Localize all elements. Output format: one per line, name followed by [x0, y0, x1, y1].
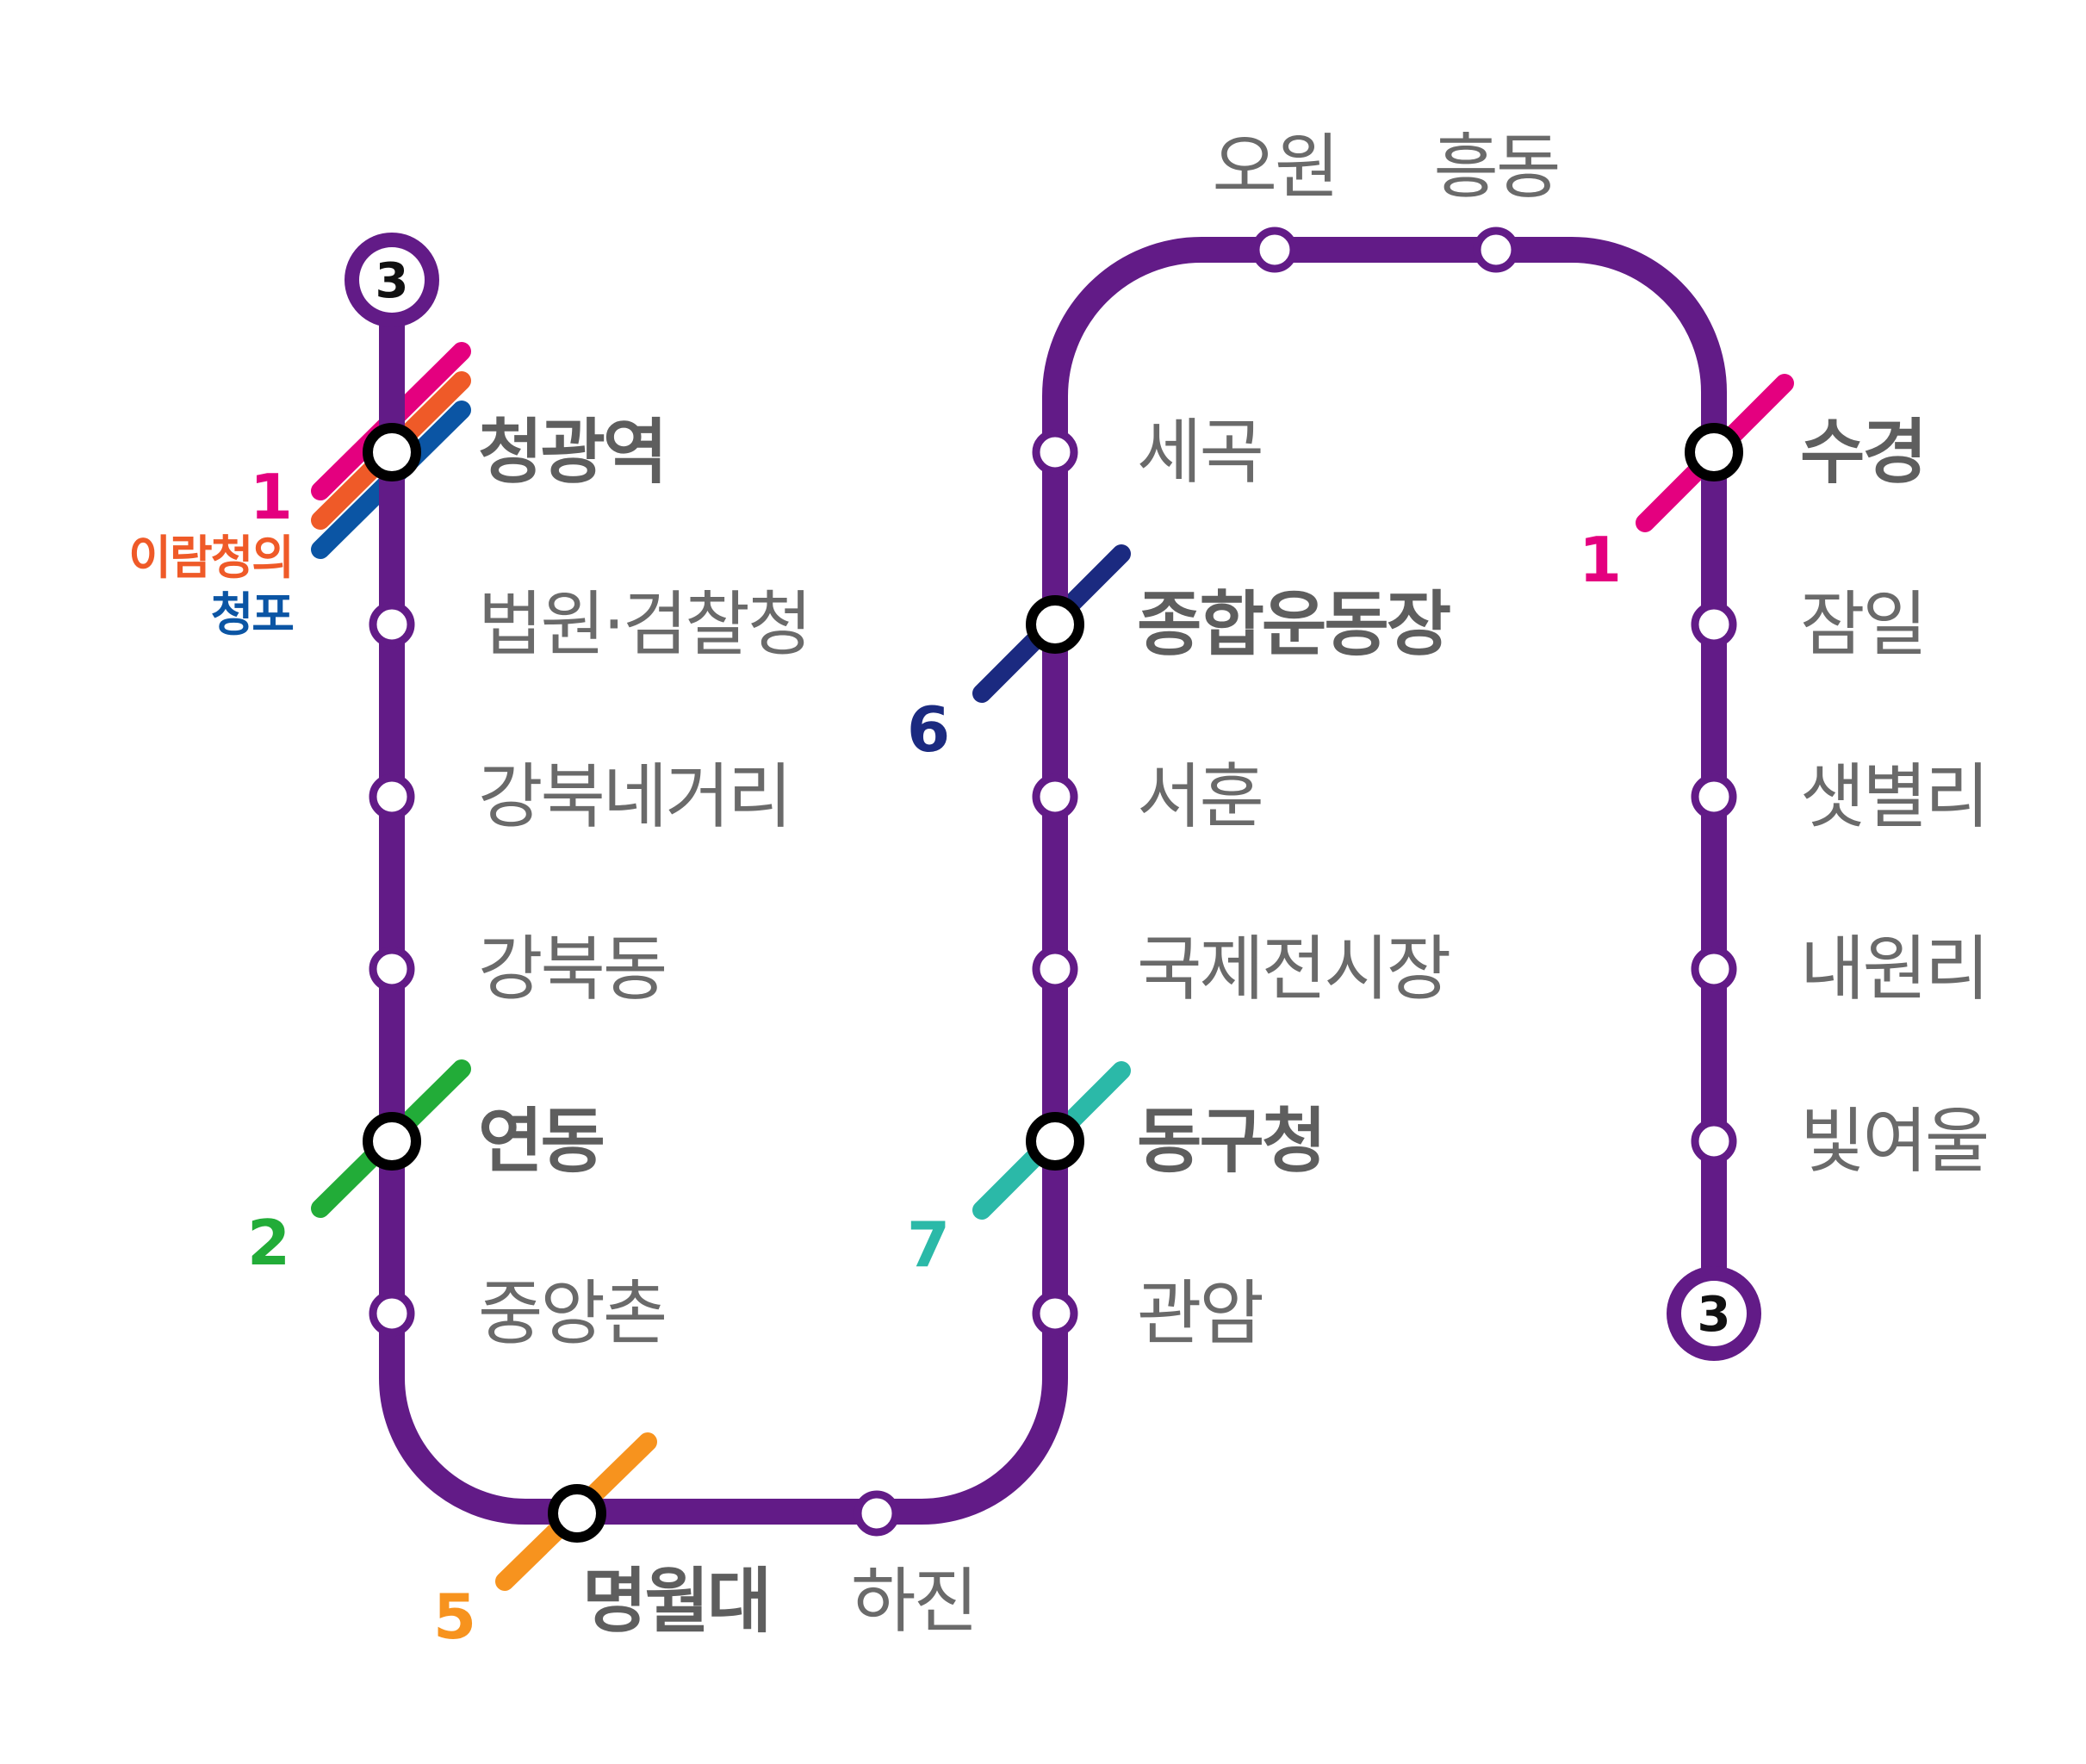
- station-label-gangbukdong[interactable]: 강북동: [478, 929, 667, 1010]
- station-label-segok[interactable]: 세곡: [1137, 412, 1264, 494]
- transfer-label-line-7-dongu: 7: [907, 1208, 950, 1281]
- station-label-cheonggwangyeok[interactable]: 청광역: [478, 412, 667, 494]
- station-label-saetbyeolli[interactable]: 샛별리: [1800, 756, 1990, 838]
- station-marker-naewolli[interactable]: [1691, 946, 1737, 992]
- station-marker-beobwon[interactable]: [369, 601, 415, 648]
- station-marker-gukjejeonsijang[interactable]: [1032, 946, 1078, 992]
- terminal-end-inner: [1681, 1281, 1747, 1346]
- station-label-seohun[interactable]: 서훈: [1137, 756, 1264, 838]
- station-label-gwanam[interactable]: 관암: [1137, 1273, 1264, 1355]
- station-label-sugyeong[interactable]: 수경: [1800, 412, 1928, 494]
- station-marker-gangbukdong[interactable]: [369, 946, 415, 992]
- station-marker-yeondong[interactable]: [363, 1112, 421, 1171]
- station-marker-seohun[interactable]: [1032, 773, 1078, 820]
- station-label-hajin[interactable]: 하진: [851, 1561, 978, 1643]
- station-marker-heungdong[interactable]: [1473, 227, 1519, 273]
- transfer-label-line-6-jonghap: 6: [907, 693, 950, 766]
- station-marker-owon[interactable]: [1251, 227, 1298, 273]
- station-label-jonghapundongjang[interactable]: 종합운동장: [1137, 584, 1453, 666]
- station-marker-bityeoul[interactable]: [1691, 1118, 1737, 1165]
- station-label-jungangchon[interactable]: 중앙촌: [478, 1273, 667, 1355]
- transfer-label-cp-cheonggwang: 청포: [211, 587, 294, 642]
- terminal-end-number: 3: [1698, 1287, 1731, 1343]
- station-marker-saetbyeolli[interactable]: [1691, 773, 1737, 820]
- transfer-label-line-1-sugyeong: 1: [1579, 524, 1622, 596]
- transfer-label-line-2-yeondong: 2: [247, 1207, 290, 1279]
- terminal-start-number: 3: [376, 253, 409, 309]
- station-marker-segok[interactable]: [1032, 429, 1078, 475]
- station-marker-myeongwoldae[interactable]: [548, 1484, 606, 1543]
- station-marker-sugyeong[interactable]: [1685, 423, 1743, 481]
- transfer-labels: 1 이람청의 청포 2 5 6 7 1: [128, 461, 1622, 1653]
- station-marker-dongucheong[interactable]: [1026, 1112, 1084, 1171]
- station-label-owon[interactable]: 오원: [1213, 127, 1340, 208]
- terminal-start-inner: [359, 247, 425, 313]
- station-marker-cheonggwangyeok[interactable]: [363, 423, 421, 481]
- station-label-heungdong[interactable]: 흥동: [1434, 127, 1561, 208]
- station-marker-jamil[interactable]: [1691, 601, 1737, 648]
- station-label-gukjejeonsijang[interactable]: 국제전시장: [1137, 929, 1452, 1010]
- station-marker-gangbuknegeori[interactable]: [369, 773, 415, 820]
- station-label-bityeoul[interactable]: 빛여울: [1800, 1101, 1990, 1183]
- station-label-beobwon[interactable]: 법원·검찰청: [478, 584, 812, 666]
- station-label-yeondong[interactable]: 연동: [478, 1101, 605, 1183]
- station-label-naewolli[interactable]: 내원리: [1800, 929, 1990, 1010]
- transfer-label-line-5-myeongwol: 5: [433, 1581, 476, 1653]
- transfer-label-irc-cheonggwang: 이람청의: [128, 531, 293, 585]
- station-marker-gwanam[interactable]: [1032, 1290, 1078, 1337]
- line-3-route: [379, 237, 1727, 1525]
- station-label-myeongwoldae[interactable]: 명월대: [582, 1561, 772, 1643]
- station-marker-hajin[interactable]: [854, 1490, 900, 1537]
- regular-station-markers: [369, 227, 1737, 1537]
- station-label-dongucheong[interactable]: 동구청: [1137, 1101, 1326, 1183]
- station-label-gangbuknegeori[interactable]: 강북네거리: [478, 756, 792, 838]
- terminal-start[interactable]: 3: [345, 233, 439, 327]
- station-labels: 청광역 법원·검찰청 강북네거리 강북동 연동 중앙촌 명월대 하진 관암 동구…: [478, 127, 1990, 1643]
- station-marker-jonghapundongjang[interactable]: [1026, 595, 1084, 654]
- transfer-station-markers: [363, 423, 1743, 1543]
- station-label-jamil[interactable]: 잠일: [1800, 584, 1928, 666]
- transfer-label-line-1-cheonggwang: 1: [250, 461, 293, 533]
- station-marker-jungangchon[interactable]: [369, 1290, 415, 1337]
- terminal-end[interactable]: 3: [1667, 1266, 1761, 1361]
